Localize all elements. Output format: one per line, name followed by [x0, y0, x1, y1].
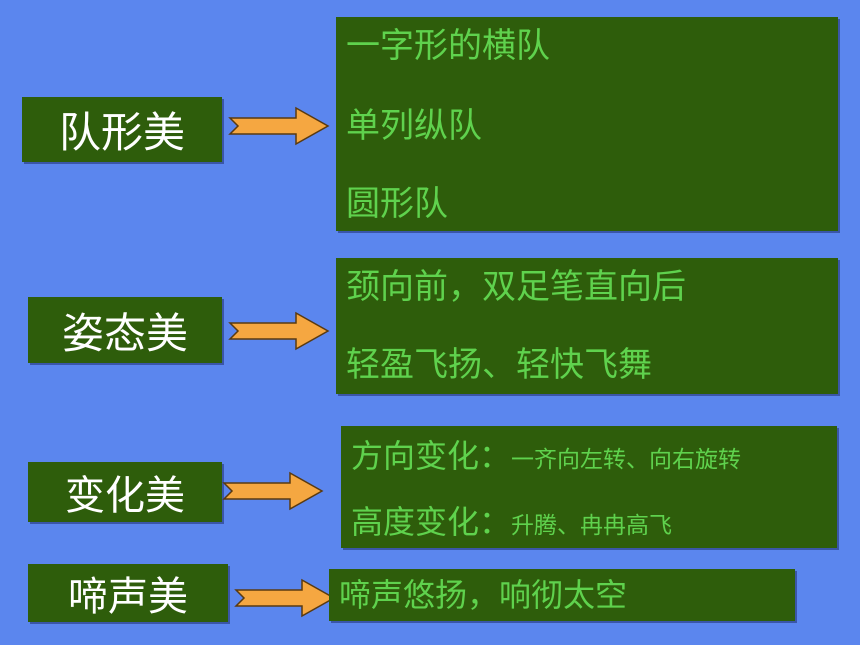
label-text: 姿态美: [61, 308, 188, 358]
panel-line: 啼声悠扬，响彻太空: [339, 576, 628, 614]
label-tisheng: 啼声美: [28, 564, 228, 622]
panel-line: 一字形的横队: [346, 26, 550, 66]
right-arrow-icon: [228, 311, 330, 351]
right-arrow-icon: [234, 578, 336, 618]
panel-bianhua: 方向变化：一齐向左转、向右旋转 高度变化：升腾、冉冉高飞: [341, 426, 837, 548]
panel-zitai: 颈向前，双足笔直向后 轻盈飞扬、轻快飞舞: [336, 258, 838, 394]
panel-line-tail: 一齐向左转、向右旋转: [511, 447, 742, 473]
label-text: 变化美: [65, 473, 185, 519]
panel-line: 单列纵队: [346, 106, 482, 146]
panel-line-tail: 升腾、冉冉高飞: [511, 513, 673, 539]
label-zitai: 姿态美: [28, 297, 222, 363]
label-text: 队形美: [58, 108, 185, 157]
panel-line-head: 高度变化：: [351, 503, 512, 541]
panel-line: 高度变化：升腾、冉冉高飞: [351, 506, 672, 538]
label-bianhua: 变化美: [28, 462, 222, 522]
panel-line: 轻盈飞扬、轻快飞舞: [346, 345, 652, 385]
label-text: 啼声美: [68, 574, 188, 620]
right-arrow-icon: [222, 471, 324, 511]
panel-line-head: 方向变化：: [351, 437, 512, 475]
panel-duixing: 一字形的横队 单列纵队 圆形队: [336, 17, 838, 231]
panel-line: 颈向前，双足笔直向后: [346, 267, 686, 307]
right-arrow-icon: [228, 106, 330, 146]
label-duixing: 队形美: [22, 97, 222, 162]
panel-tisheng: 啼声悠扬，响彻太空: [329, 569, 795, 621]
panel-line: 方向变化：一齐向左转、向右旋转: [351, 440, 741, 472]
panel-line: 圆形队: [346, 184, 448, 224]
